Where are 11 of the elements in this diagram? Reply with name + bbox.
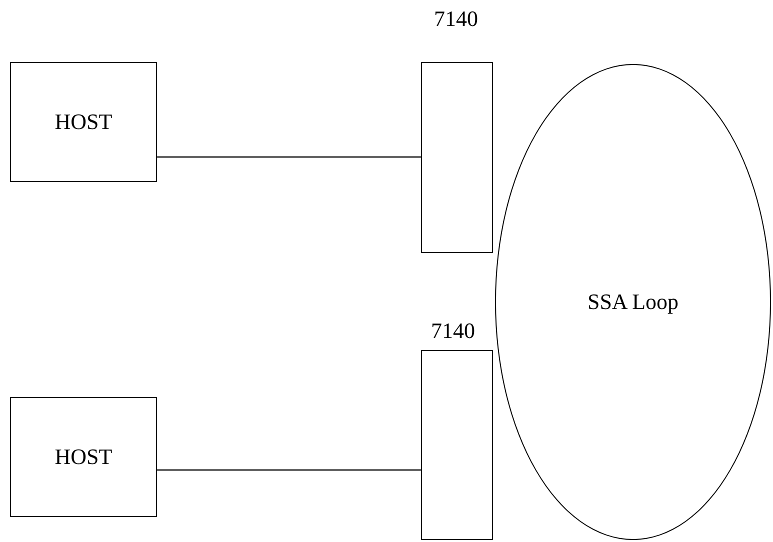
node-label: HOST: [54, 444, 112, 470]
adapter-box: [421, 62, 493, 253]
node-label: HOST: [54, 109, 112, 135]
connector-line: [157, 156, 421, 158]
model-number: 7140: [433, 6, 479, 32]
node-label: SSA Loop: [587, 289, 679, 315]
model-number: 7140: [430, 318, 476, 344]
connector-line: [157, 469, 421, 471]
host-box: [10, 397, 157, 517]
adapter-box: [421, 350, 493, 540]
host-box: [10, 62, 157, 182]
